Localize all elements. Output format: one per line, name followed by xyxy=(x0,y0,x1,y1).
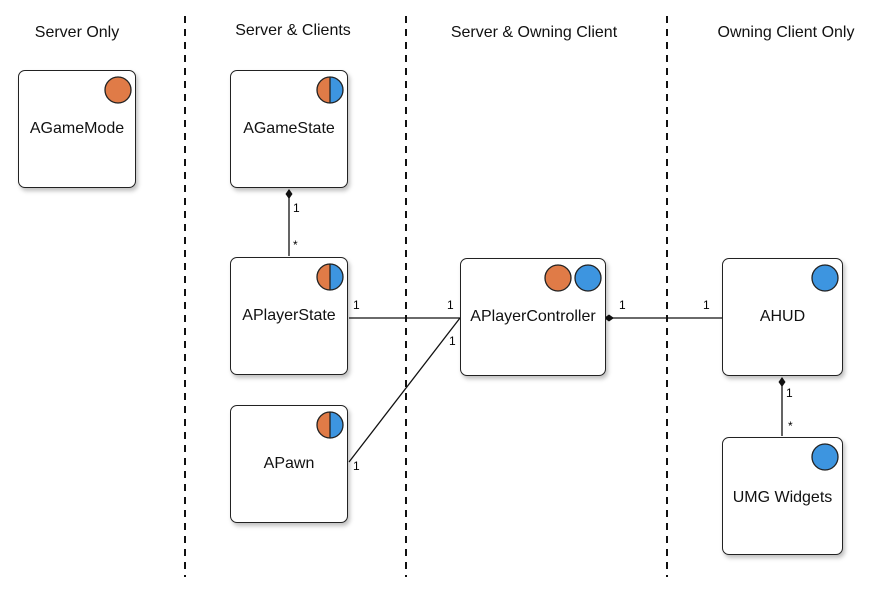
client-badge-icon xyxy=(811,443,839,471)
server-client-badge-icon xyxy=(316,76,344,104)
column-title-server-owning-client: Server & Owning Client xyxy=(450,24,618,41)
node-label: AGameState xyxy=(243,120,335,137)
node-label: AGameMode xyxy=(29,120,125,137)
node-umg-widgets[interactable]: UMG Widgets xyxy=(722,437,843,555)
connector-pawn-controller xyxy=(348,317,461,463)
multiplicity-label: 1 xyxy=(449,334,456,348)
client-badge-icon xyxy=(811,264,839,292)
node-agamestate[interactable]: AGameState xyxy=(230,70,348,188)
multiplicity-label: 1 xyxy=(703,298,710,312)
node-agamemode[interactable]: AGameMode xyxy=(18,70,136,188)
node-label: APlayerController xyxy=(470,308,596,325)
multiplicity-label: * xyxy=(293,238,298,252)
node-aplayercontroller[interactable]: APlayerController xyxy=(460,258,606,376)
multiplicity-label: 1 xyxy=(353,298,360,312)
column-title-server-clients: Server & Clients xyxy=(235,22,351,39)
column-title-server-only: Server Only xyxy=(34,24,120,41)
server-client-badge-icon xyxy=(316,263,344,291)
composition-diamond xyxy=(778,377,786,387)
node-label: AHUD xyxy=(759,308,806,325)
node-label: APawn xyxy=(263,455,315,472)
multiplicity-label: 1 xyxy=(293,201,300,215)
composition-diamond xyxy=(604,314,614,322)
node-ahud[interactable]: AHUD xyxy=(722,258,843,376)
composition-diamond xyxy=(285,189,293,199)
client-badge-icon xyxy=(574,264,602,292)
server-badge-icon xyxy=(104,76,132,104)
multiplicity-label: 1 xyxy=(786,386,793,400)
column-title-owning-client-only: Owning Client Only xyxy=(717,24,855,41)
multiplicity-label: 1 xyxy=(619,298,626,312)
server-client-badge-icon xyxy=(316,411,344,439)
node-apawn[interactable]: APawn xyxy=(230,405,348,523)
multiplicity-label: 1 xyxy=(353,459,360,473)
multiplicity-label: * xyxy=(788,419,793,433)
multiplicity-label: 1 xyxy=(447,298,454,312)
node-label: UMG Widgets xyxy=(732,489,833,506)
node-label: APlayerState xyxy=(242,307,336,324)
node-aplayerstate[interactable]: APlayerState xyxy=(230,257,348,375)
server-badge-icon xyxy=(544,264,572,292)
